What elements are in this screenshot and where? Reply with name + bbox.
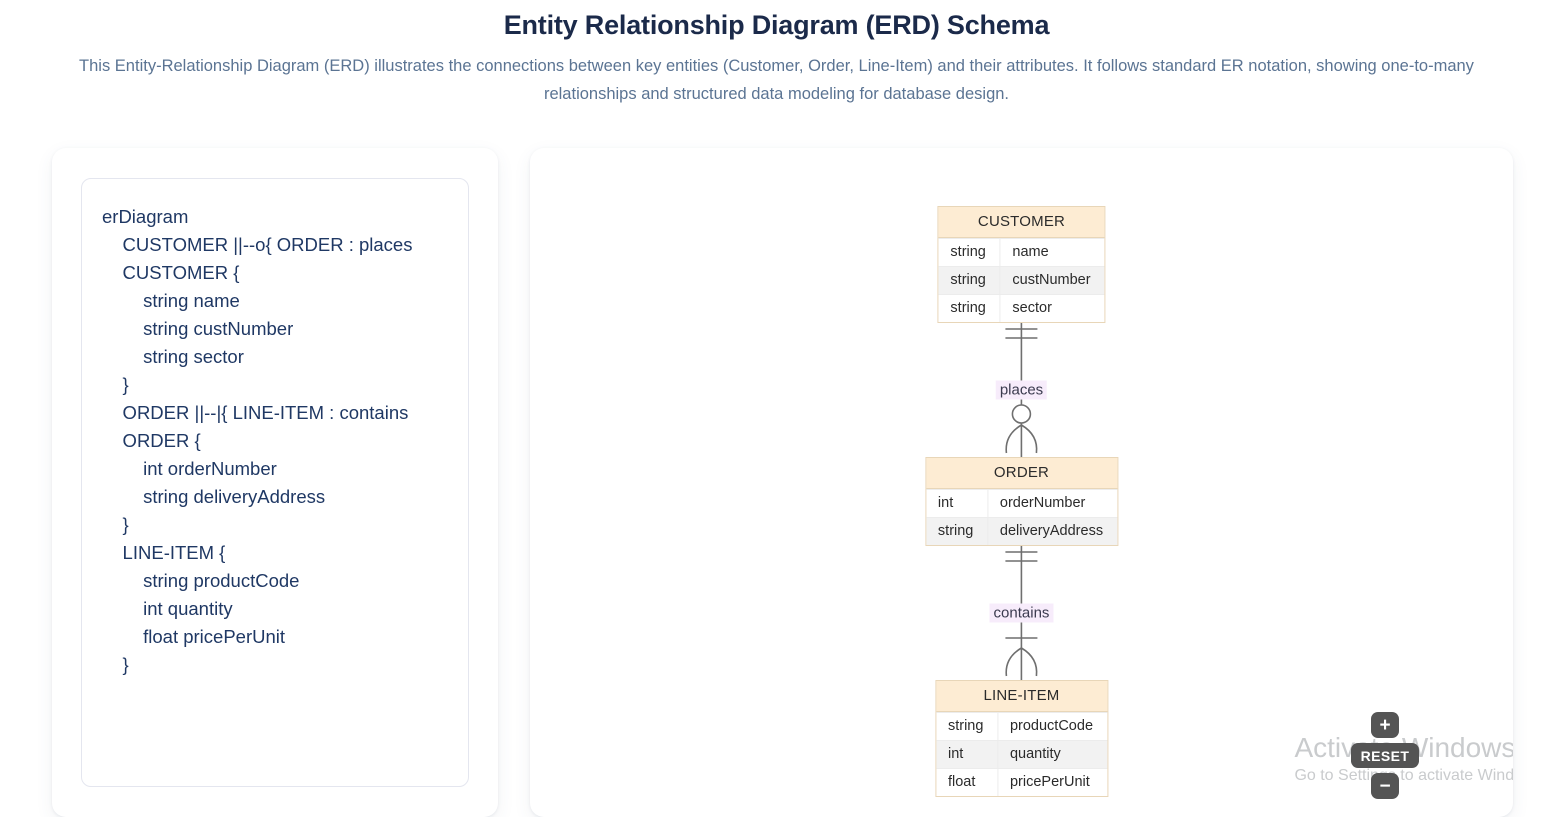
zoom-in-button[interactable]: + (1371, 712, 1399, 738)
code-line: } (102, 374, 129, 395)
attribute-type: string (936, 713, 998, 740)
code-line: CUSTOMER { (102, 262, 240, 283)
entity-attribute-row: int quantity (935, 740, 1108, 768)
entity-title: ORDER (925, 458, 1118, 489)
code-line: string sector (102, 346, 244, 367)
attribute-type: int (926, 490, 988, 517)
code-line: ORDER { (102, 430, 201, 451)
relationship-connector: contains (941, 546, 1101, 680)
code-line: float pricePerUnit (102, 626, 286, 647)
zoom-out-button[interactable]: − (1371, 773, 1399, 799)
attribute-type: string (938, 267, 1001, 294)
attribute-name: pricePerUnit (1009, 774, 1090, 790)
code-line: CUSTOMER ||--o{ ORDER : places (102, 234, 413, 255)
page-title: Entity Relationship Diagram (ERD) Schema (503, 10, 1050, 40)
code-line: string productCode (102, 570, 300, 591)
code-line: } (102, 654, 129, 675)
entity-attribute-row: string sector (938, 294, 1105, 322)
attribute-name: productCode (1009, 718, 1094, 734)
code-line: string custNumber (102, 318, 294, 339)
attribute-name: orderNumber (999, 495, 1086, 511)
code-line: int quantity (102, 598, 233, 619)
entity-title: LINE-ITEM (935, 681, 1108, 712)
code-line: int orderNumber (102, 458, 277, 479)
attribute-name: deliveryAddress (999, 523, 1104, 539)
entity-title: CUSTOMER (938, 207, 1105, 238)
code-line: erDiagram (102, 206, 189, 227)
zoom-reset-button[interactable]: RESET (1351, 743, 1419, 768)
zoom-controls: + RESET − (1351, 712, 1419, 799)
mermaid-code-block[interactable]: erDiagram CUSTOMER ||--o{ ORDER : places… (81, 178, 469, 787)
code-line: LINE-ITEM { (102, 542, 226, 563)
attribute-name: quantity (1009, 746, 1061, 762)
relationship-label: contains (989, 603, 1054, 623)
code-line: } (102, 514, 129, 535)
attribute-type: string (926, 518, 988, 545)
attribute-name: custNumber (1012, 272, 1091, 288)
code-line: string name (102, 290, 240, 311)
attribute-type: string (938, 239, 1001, 266)
entity-attribute-row: int orderNumber (925, 489, 1118, 517)
attribute-type: float (936, 769, 998, 796)
attribute-type: int (936, 741, 998, 768)
page-subtitle: This Entity-Relationship Diagram (ERD) i… (79, 57, 1474, 103)
entity-attribute-row: float pricePerUnit (935, 768, 1108, 796)
relationship-connector: places (941, 323, 1101, 457)
attribute-name: sector (1012, 300, 1052, 316)
entity-attribute-row: string deliveryAddress (925, 517, 1118, 545)
code-line: ORDER ||--|{ LINE-ITEM : contains (102, 402, 409, 423)
entity-attribute-row: string custNumber (938, 266, 1105, 294)
attribute-name: name (1012, 244, 1049, 260)
page-header: Entity Relationship Diagram (ERD) Schema… (0, 0, 1553, 108)
attribute-type: string (938, 295, 1001, 322)
relationship-label: places (995, 380, 1048, 400)
code-line: string deliveryAddress (102, 486, 326, 507)
entity-attribute-row: string name (938, 238, 1105, 266)
code-panel: erDiagram CUSTOMER ||--o{ ORDER : places… (52, 148, 498, 817)
workspace: erDiagram CUSTOMER ||--o{ ORDER : places… (0, 148, 1553, 817)
entity-attribute-row: string productCode (935, 712, 1108, 740)
